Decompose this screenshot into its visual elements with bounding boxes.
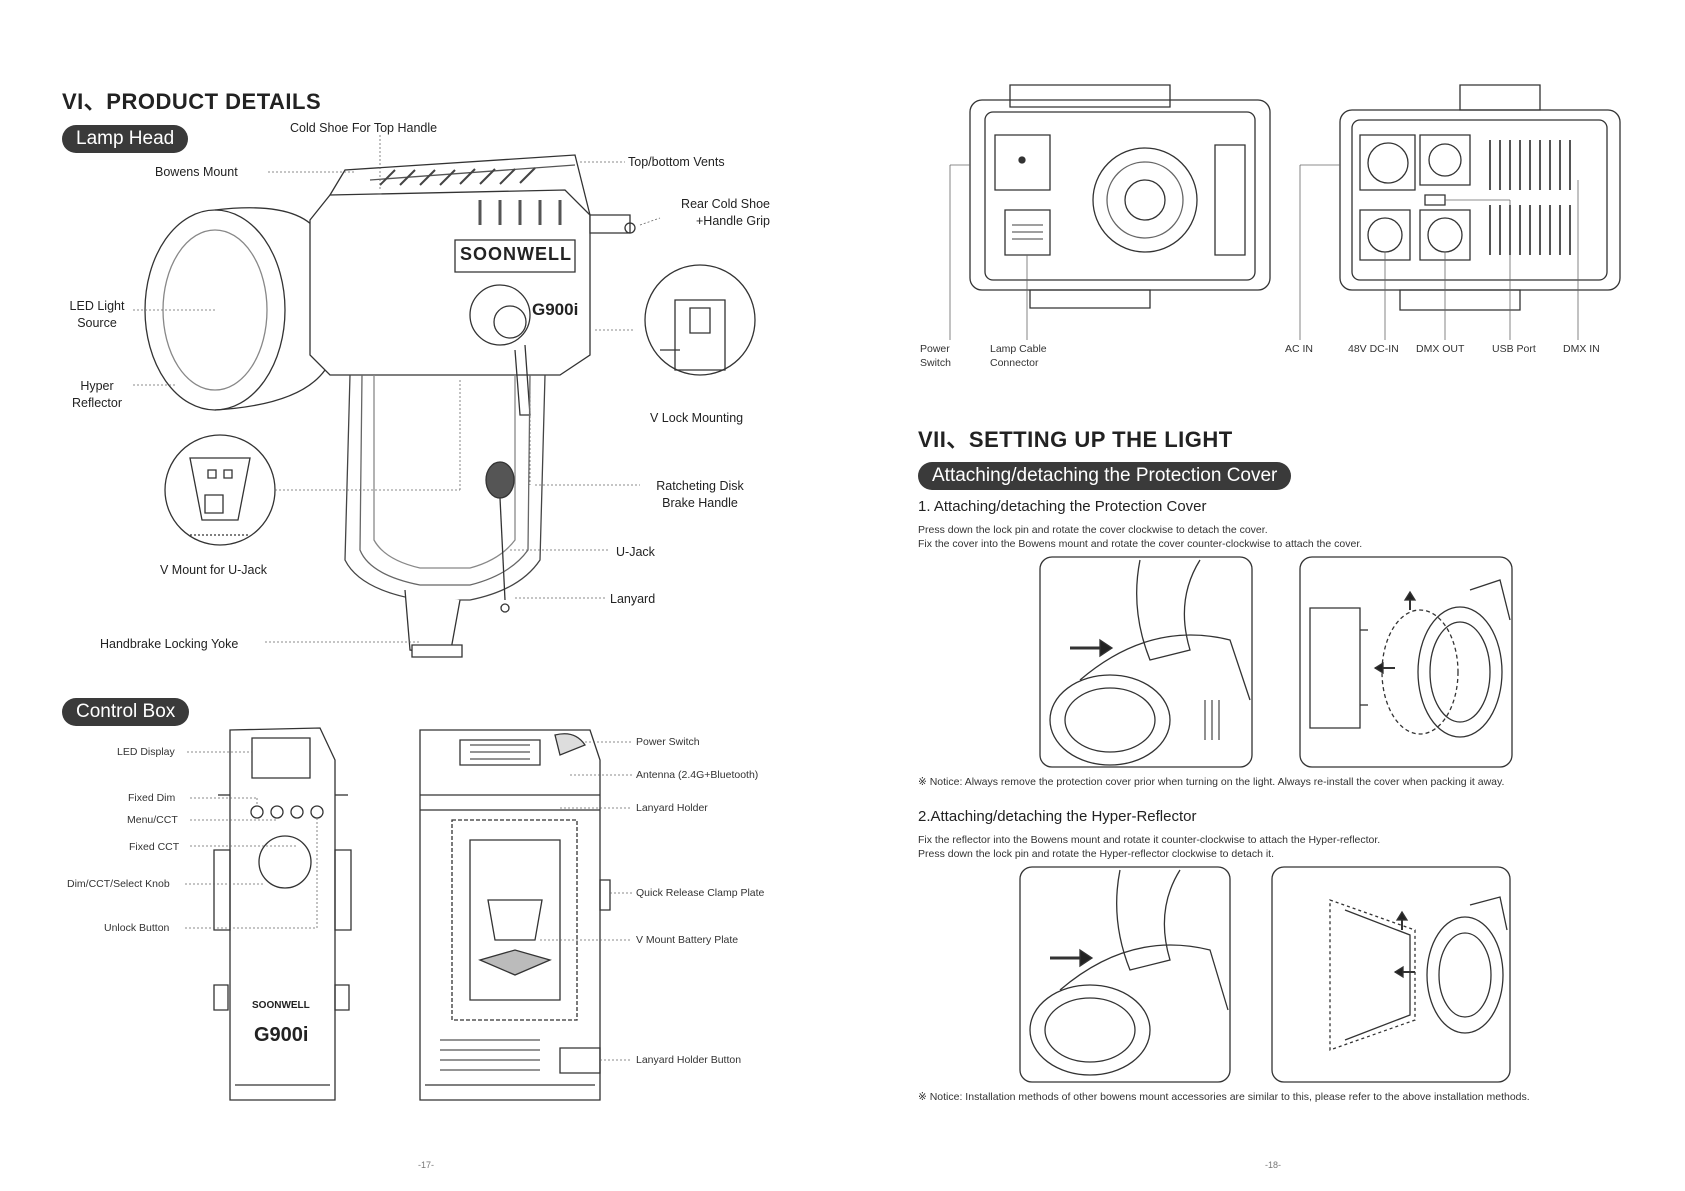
label-ratchet-line2: Brake Handle [662, 496, 738, 510]
label-lamp-cable-line2: Connector [990, 357, 1039, 369]
label-vmount-plate: V Mount Battery Plate [636, 934, 739, 946]
label-ac-in: AC IN [1285, 343, 1314, 355]
step2-line2: Press down the lock pin and rotate the H… [918, 848, 1275, 860]
label-rear-cold-shoe-line1: Rear Cold Shoe [681, 197, 770, 211]
label-usb-port: USB Port [1492, 343, 1536, 355]
label-power-switch: Power Switch [636, 736, 700, 748]
label-menu-cct: Menu/CCT [127, 814, 178, 826]
page-number-left: -17- [418, 1160, 435, 1170]
label-lamp-cable: Lamp Cable Connector [990, 342, 1070, 370]
label-qr-plate: Quick Release Clamp Plate [636, 887, 765, 899]
label-led-source-line1: LED Light [69, 299, 125, 313]
control-box-model-text: G900i [254, 1024, 309, 1046]
lamp-model-text: G900i [532, 300, 579, 319]
step1-line2: Fix the cover into the Bowens mount and … [918, 538, 1363, 550]
step1-line1: Press down the lock pin and rotate the c… [918, 524, 1268, 536]
control-box-brand-text: SOONWELL [252, 1000, 310, 1011]
label-v-mount-ujack: V Mount for U-Jack [160, 563, 267, 577]
ports-illustration [0, 0, 1685, 380]
page-title-setting-up: VII、SETTING UP THE LIGHT [918, 427, 1233, 452]
page-title-product-details: VI、PRODUCT DETAILS [62, 89, 322, 114]
label-lanyard-holder: Lanyard Holder [636, 802, 708, 814]
label-rear-cold-shoe: Rear Cold Shoe +Handle Grip [640, 196, 770, 230]
label-hyper-reflector-line1: Hyper [80, 379, 114, 393]
label-rear-cold-shoe-line2: +Handle Grip [696, 214, 770, 228]
step1-heading: 1. Attaching/detaching the Protection Co… [918, 498, 1207, 515]
label-ratchet: Ratcheting Disk Brake Handle [640, 478, 760, 512]
label-v-lock: V Lock Mounting [650, 411, 744, 425]
label-unlock-button: Unlock Button [104, 922, 170, 934]
label-ujack: U-Jack [616, 545, 655, 559]
label-dmx-out: DMX OUT [1416, 343, 1465, 355]
label-lanyard: Lanyard [610, 592, 656, 606]
protection-cover-tag: Attaching/detaching the Protection Cover [918, 462, 1292, 490]
label-bowens-mount: Bowens Mount [155, 165, 238, 179]
label-hyper-reflector-line2: Reflector [71, 396, 123, 410]
label-dc-in: 48V DC-IN [1348, 343, 1399, 355]
label-dmx-in: DMX IN [1563, 343, 1600, 355]
label-lamp-cable-line1: Lamp Cable [990, 343, 1047, 355]
label-handbrake-yoke: Handbrake Locking Yoke [100, 637, 239, 651]
label-top-bottom-vents: Top/bottom Vents [628, 155, 725, 169]
label-power-switch-port-line1: Power [920, 343, 950, 355]
label-ratchet-line1: Ratcheting Disk [656, 479, 744, 493]
control-box-tag: Control Box [62, 698, 190, 726]
label-led-source: LED Light Source [62, 298, 132, 332]
label-power-switch-port: Power Switch [920, 342, 980, 370]
step2-heading: 2.Attaching/detaching the Hyper-Reflecto… [918, 808, 1197, 825]
label-knob: Dim/CCT/Select Knob [67, 878, 170, 890]
label-fixed-cct: Fixed CCT [129, 841, 180, 853]
label-lanyard-holder-button: Lanyard Holder Button [636, 1054, 742, 1066]
page-number-right: -18- [1265, 1160, 1282, 1170]
label-led-display: LED Display [117, 746, 175, 758]
label-hyper-reflector: Hyper Reflector [62, 378, 132, 412]
label-fixed-dim: Fixed Dim [128, 792, 176, 804]
control-box-illustration [0, 0, 800, 1191]
label-power-switch-port-line2: Switch [920, 357, 951, 369]
label-led-source-line2: Source [77, 316, 117, 330]
lamp-head-tag: Lamp Head [62, 125, 189, 153]
label-antenna: Antenna (2.4G+Bluetooth) [636, 769, 759, 781]
step2-notice: ※ Notice: Installation methods of other … [918, 1091, 1530, 1103]
step1-notice: ※ Notice: Always remove the protection c… [918, 776, 1505, 788]
label-cold-shoe-top: Cold Shoe For Top Handle [290, 121, 438, 135]
lamp-brand-text: SOONWELL [460, 244, 572, 264]
lamp-head-illustration [0, 0, 800, 680]
step2-line1: Fix the reflector into the Bowens mount … [918, 834, 1381, 846]
